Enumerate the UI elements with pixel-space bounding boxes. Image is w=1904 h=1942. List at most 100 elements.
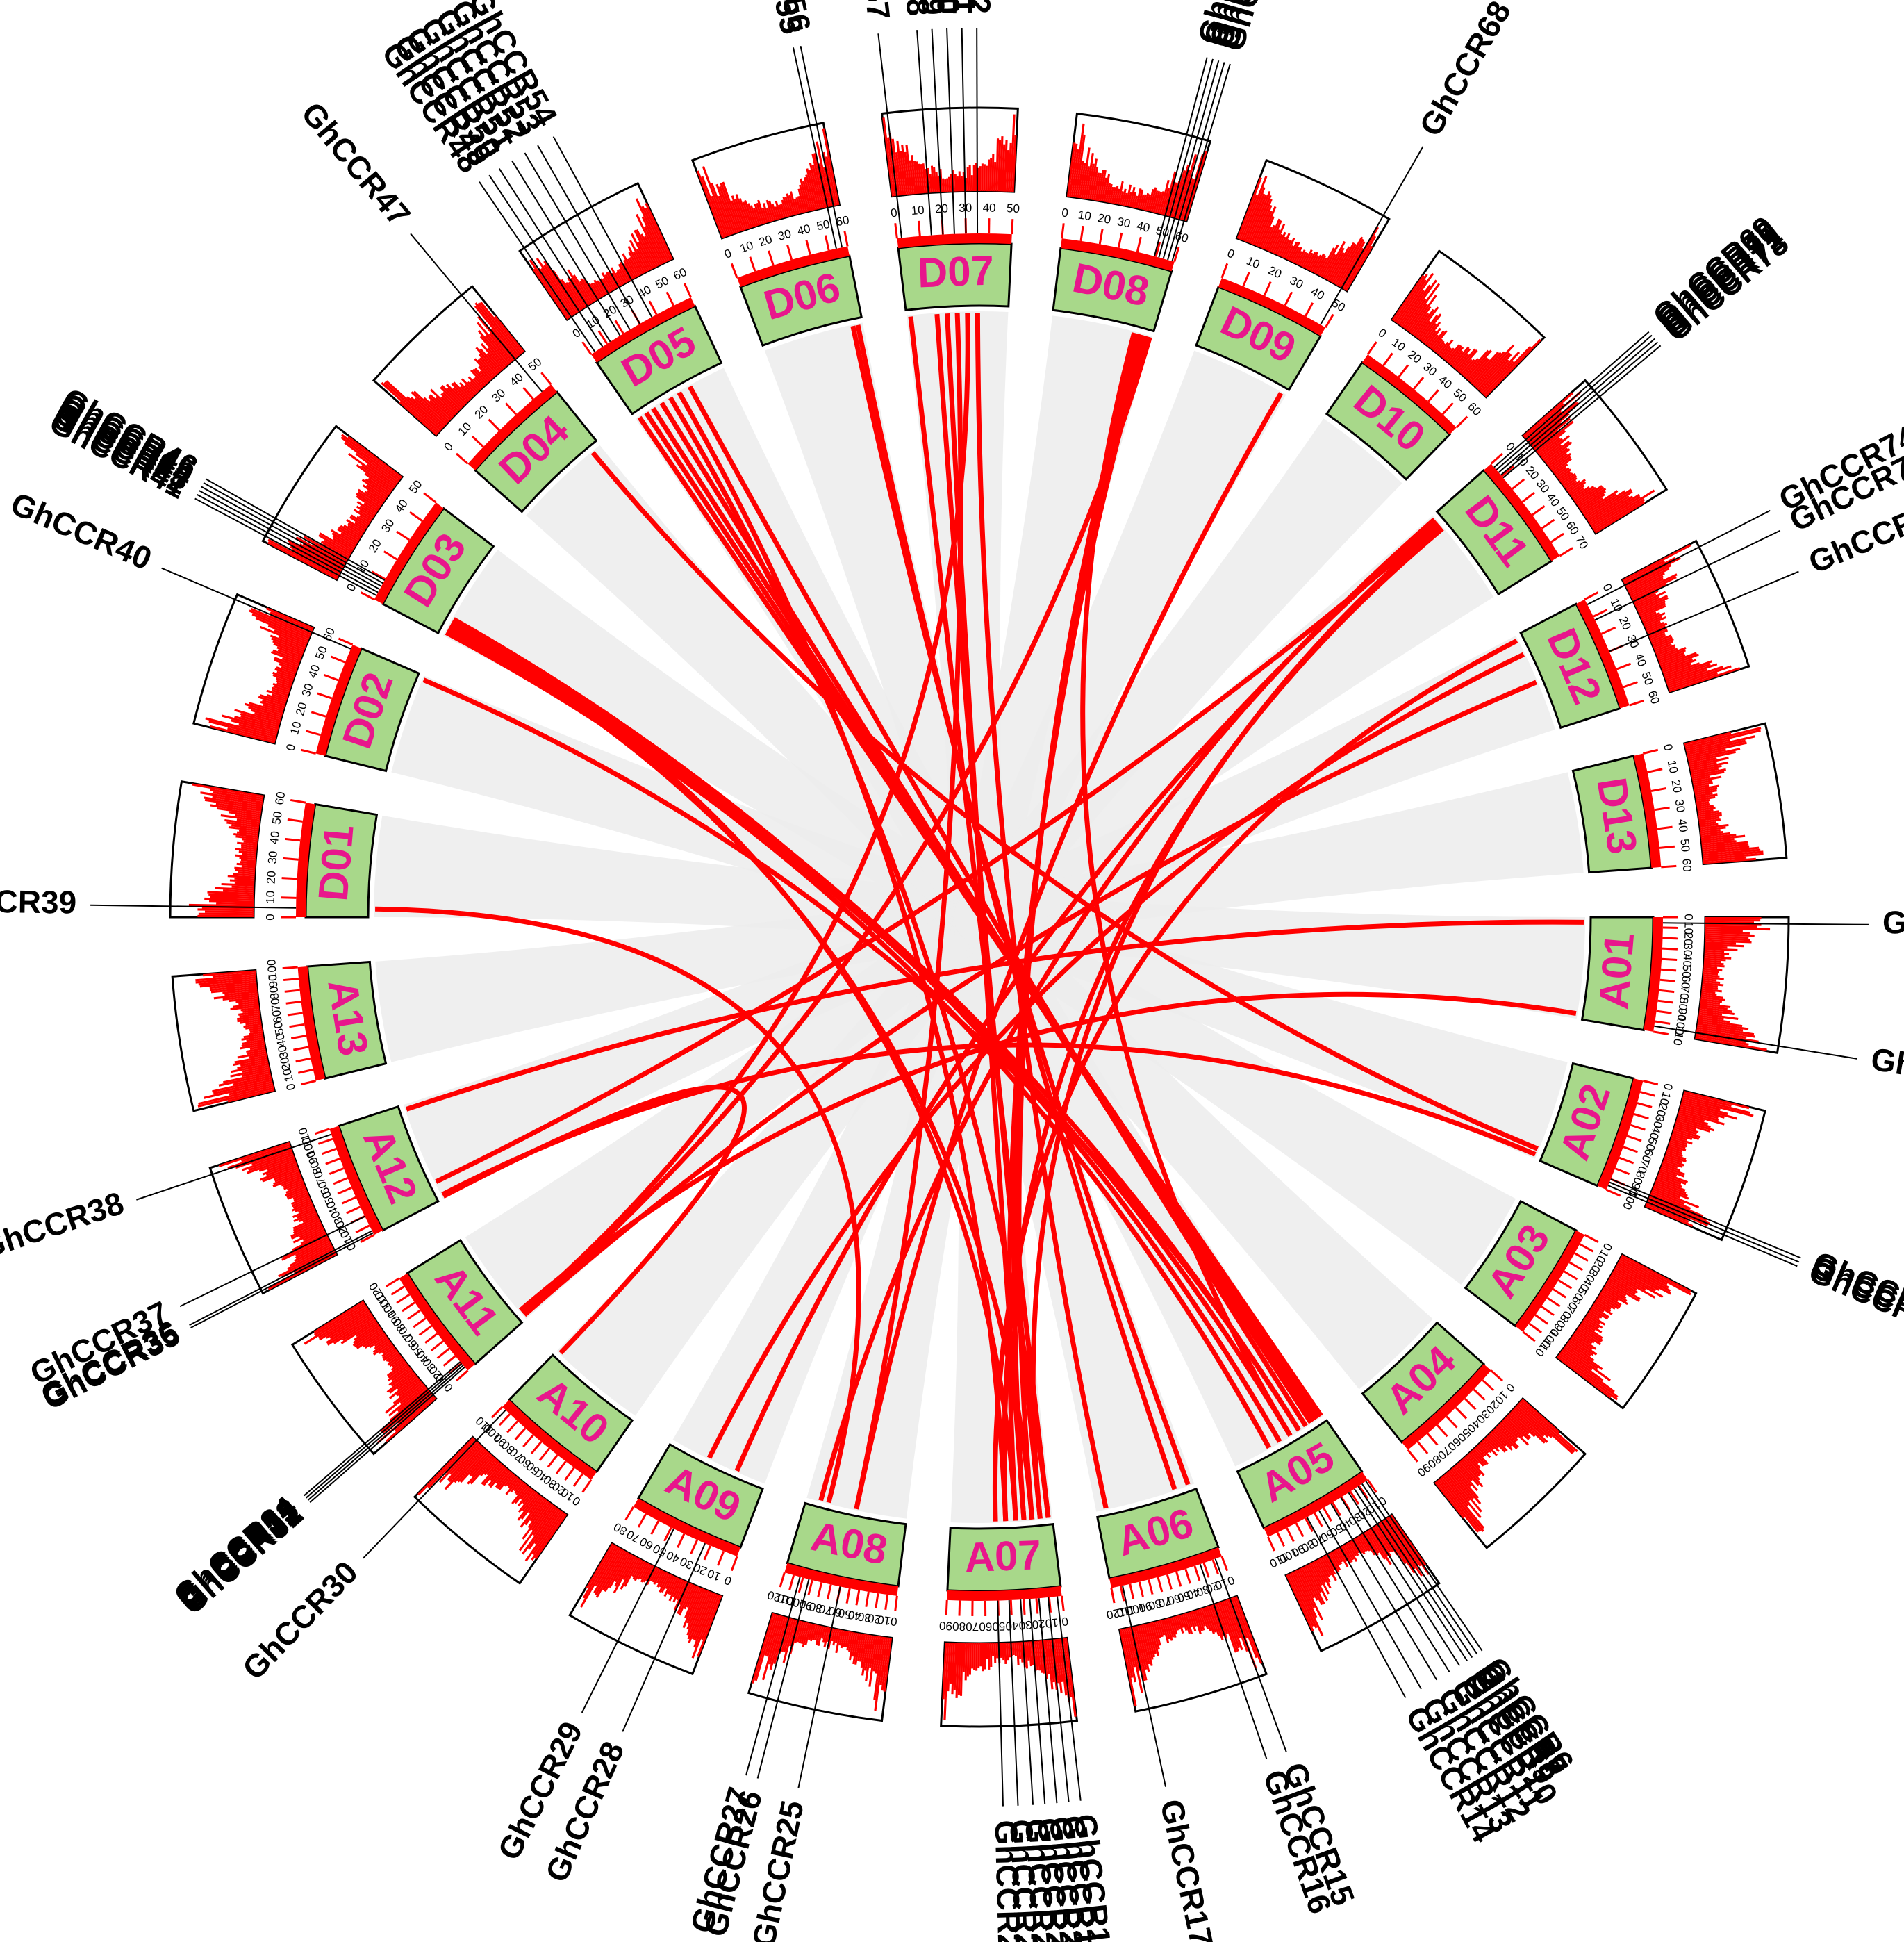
- density-bar-A07: [953, 1643, 957, 1690]
- density-bar-A12: [287, 1190, 308, 1200]
- tick-A10: [514, 1427, 527, 1440]
- density-bar-A10: [528, 1507, 559, 1550]
- density-bar-D03: [364, 472, 392, 493]
- density-bar-A07: [966, 1643, 970, 1677]
- density-bar-D06: [756, 202, 765, 224]
- density-bar-A05: [1359, 1534, 1371, 1552]
- tick-D09: [1263, 281, 1272, 297]
- density-bar-D13: [1691, 771, 1725, 780]
- tick-A01: [1662, 937, 1678, 940]
- density-bar-A08: [831, 1628, 836, 1642]
- density-bar-A04: [1461, 1459, 1480, 1481]
- gene-leader-GhCCR20: [1038, 1598, 1058, 1804]
- density-bar-A08: [820, 1626, 826, 1639]
- chromosome-A06: [1096, 1487, 1220, 1580]
- tick-label-A08: 30: [857, 1610, 872, 1625]
- density-bar-A05: [1318, 1558, 1330, 1577]
- density-bar-A05: [1329, 1552, 1341, 1571]
- density-bar-A07: [1046, 1640, 1054, 1690]
- density-bar-D03: [303, 536, 348, 562]
- density-bar-D05: [634, 229, 655, 269]
- density-bar-D01: [240, 859, 256, 862]
- tick-label-D13: 10: [1665, 759, 1681, 775]
- density-bar-A10: [486, 1460, 500, 1476]
- tick-A06: [1138, 1581, 1144, 1597]
- gene-label-GhCCR59: GhCCR59: [908, 0, 952, 16]
- density-bar-D03: [338, 526, 360, 541]
- tick-label-D05: 60: [671, 265, 688, 283]
- density-bar-A04: [1507, 1413, 1530, 1435]
- gene-leader-GhCCR39: [90, 904, 297, 909]
- density-bar-A11: [374, 1338, 390, 1350]
- density-bar-D07: [970, 175, 974, 192]
- density-bar-A07: [1044, 1640, 1050, 1674]
- tick-A08: [894, 1595, 898, 1611]
- density-bar-A04: [1470, 1451, 1484, 1467]
- density-bar-D08: [1066, 142, 1076, 197]
- density-bar-A09: [684, 1586, 699, 1618]
- density-bar-A04: [1486, 1435, 1500, 1449]
- tick-D02: [317, 692, 333, 700]
- density-bar-D09: [1270, 223, 1286, 254]
- density-bar-A07: [977, 1643, 980, 1668]
- density-bar-D09: [1293, 247, 1302, 263]
- density-bar-D11: [1593, 498, 1646, 532]
- density-bar-A07: [1038, 1640, 1043, 1673]
- tick-label-D09: 20: [1266, 263, 1284, 281]
- tick-label-A08: 50: [837, 1606, 852, 1621]
- gene-label-GhCCR61: GhCCR61: [943, 0, 982, 15]
- density-bar-A12: [285, 1184, 306, 1194]
- density-bar-D06: [800, 178, 810, 212]
- density-bar-D04: [479, 348, 502, 372]
- density-bar-D11: [1546, 447, 1568, 466]
- density-bar-A02: [1677, 1116, 1711, 1128]
- density-bar-A10: [522, 1501, 551, 1540]
- density-bar-A02: [1671, 1136, 1693, 1145]
- density-bar-A03: [1598, 1295, 1619, 1310]
- density-bar-A01: [1705, 944, 1744, 948]
- tick-D12: [1629, 699, 1644, 707]
- tick-label-D06: 30: [777, 227, 793, 243]
- density-bar-A03: [1568, 1339, 1591, 1357]
- density-bar-A11: [329, 1310, 371, 1339]
- tick-A02: [1633, 1112, 1649, 1120]
- tick-D04: [522, 386, 534, 400]
- density-bar-D03: [356, 493, 380, 510]
- density-bar-A12: [258, 1157, 295, 1172]
- density-bar-A05: [1309, 1563, 1323, 1586]
- density-bar-D06: [742, 201, 753, 229]
- gene-leader-GhCCR54: [552, 136, 653, 318]
- link-GhCCR68-GhCCR25: [854, 392, 1284, 1510]
- density-bar-D03: [340, 436, 400, 482]
- chromosome-D05: [595, 304, 723, 415]
- density-bar-A10: [417, 1437, 474, 1496]
- density-bar-A07: [1063, 1638, 1073, 1697]
- density-bar-D06: [768, 200, 777, 221]
- density-bar-A04: [1473, 1448, 1489, 1465]
- density-bar-A11: [388, 1367, 411, 1386]
- density-bar-D04: [452, 387, 469, 404]
- density-bar-D06: [802, 180, 812, 212]
- density-bar-A11: [381, 1344, 395, 1355]
- gene-leader-GhCCR69: [1493, 331, 1650, 468]
- density-bar-A11: [372, 1340, 390, 1353]
- density-bar-A05: [1348, 1541, 1359, 1556]
- density-bar-A02: [1657, 1174, 1682, 1185]
- density-bar-A09: [677, 1583, 692, 1615]
- density-bar-A11: [354, 1328, 383, 1348]
- density-bar-A03: [1594, 1300, 1612, 1313]
- density-bar-A01: [1700, 994, 1723, 999]
- density-bar-A07: [987, 1643, 991, 1670]
- density-bar-D11: [1548, 448, 1571, 468]
- density-bar-A08: [800, 1622, 808, 1644]
- density-bar-A07: [1008, 1643, 1011, 1658]
- tick-D02: [300, 748, 316, 755]
- tick-A08: [807, 1579, 813, 1595]
- gene-leader-GhCCR24: [997, 1600, 1004, 1807]
- density-bar-A10: [469, 1452, 491, 1476]
- density-bar-D01: [237, 841, 258, 846]
- density-bar-D12: [1623, 560, 1665, 584]
- density-bar-A05: [1293, 1571, 1318, 1618]
- tick-label-A09: 0: [722, 1573, 734, 1588]
- density-bar-A10: [515, 1483, 527, 1496]
